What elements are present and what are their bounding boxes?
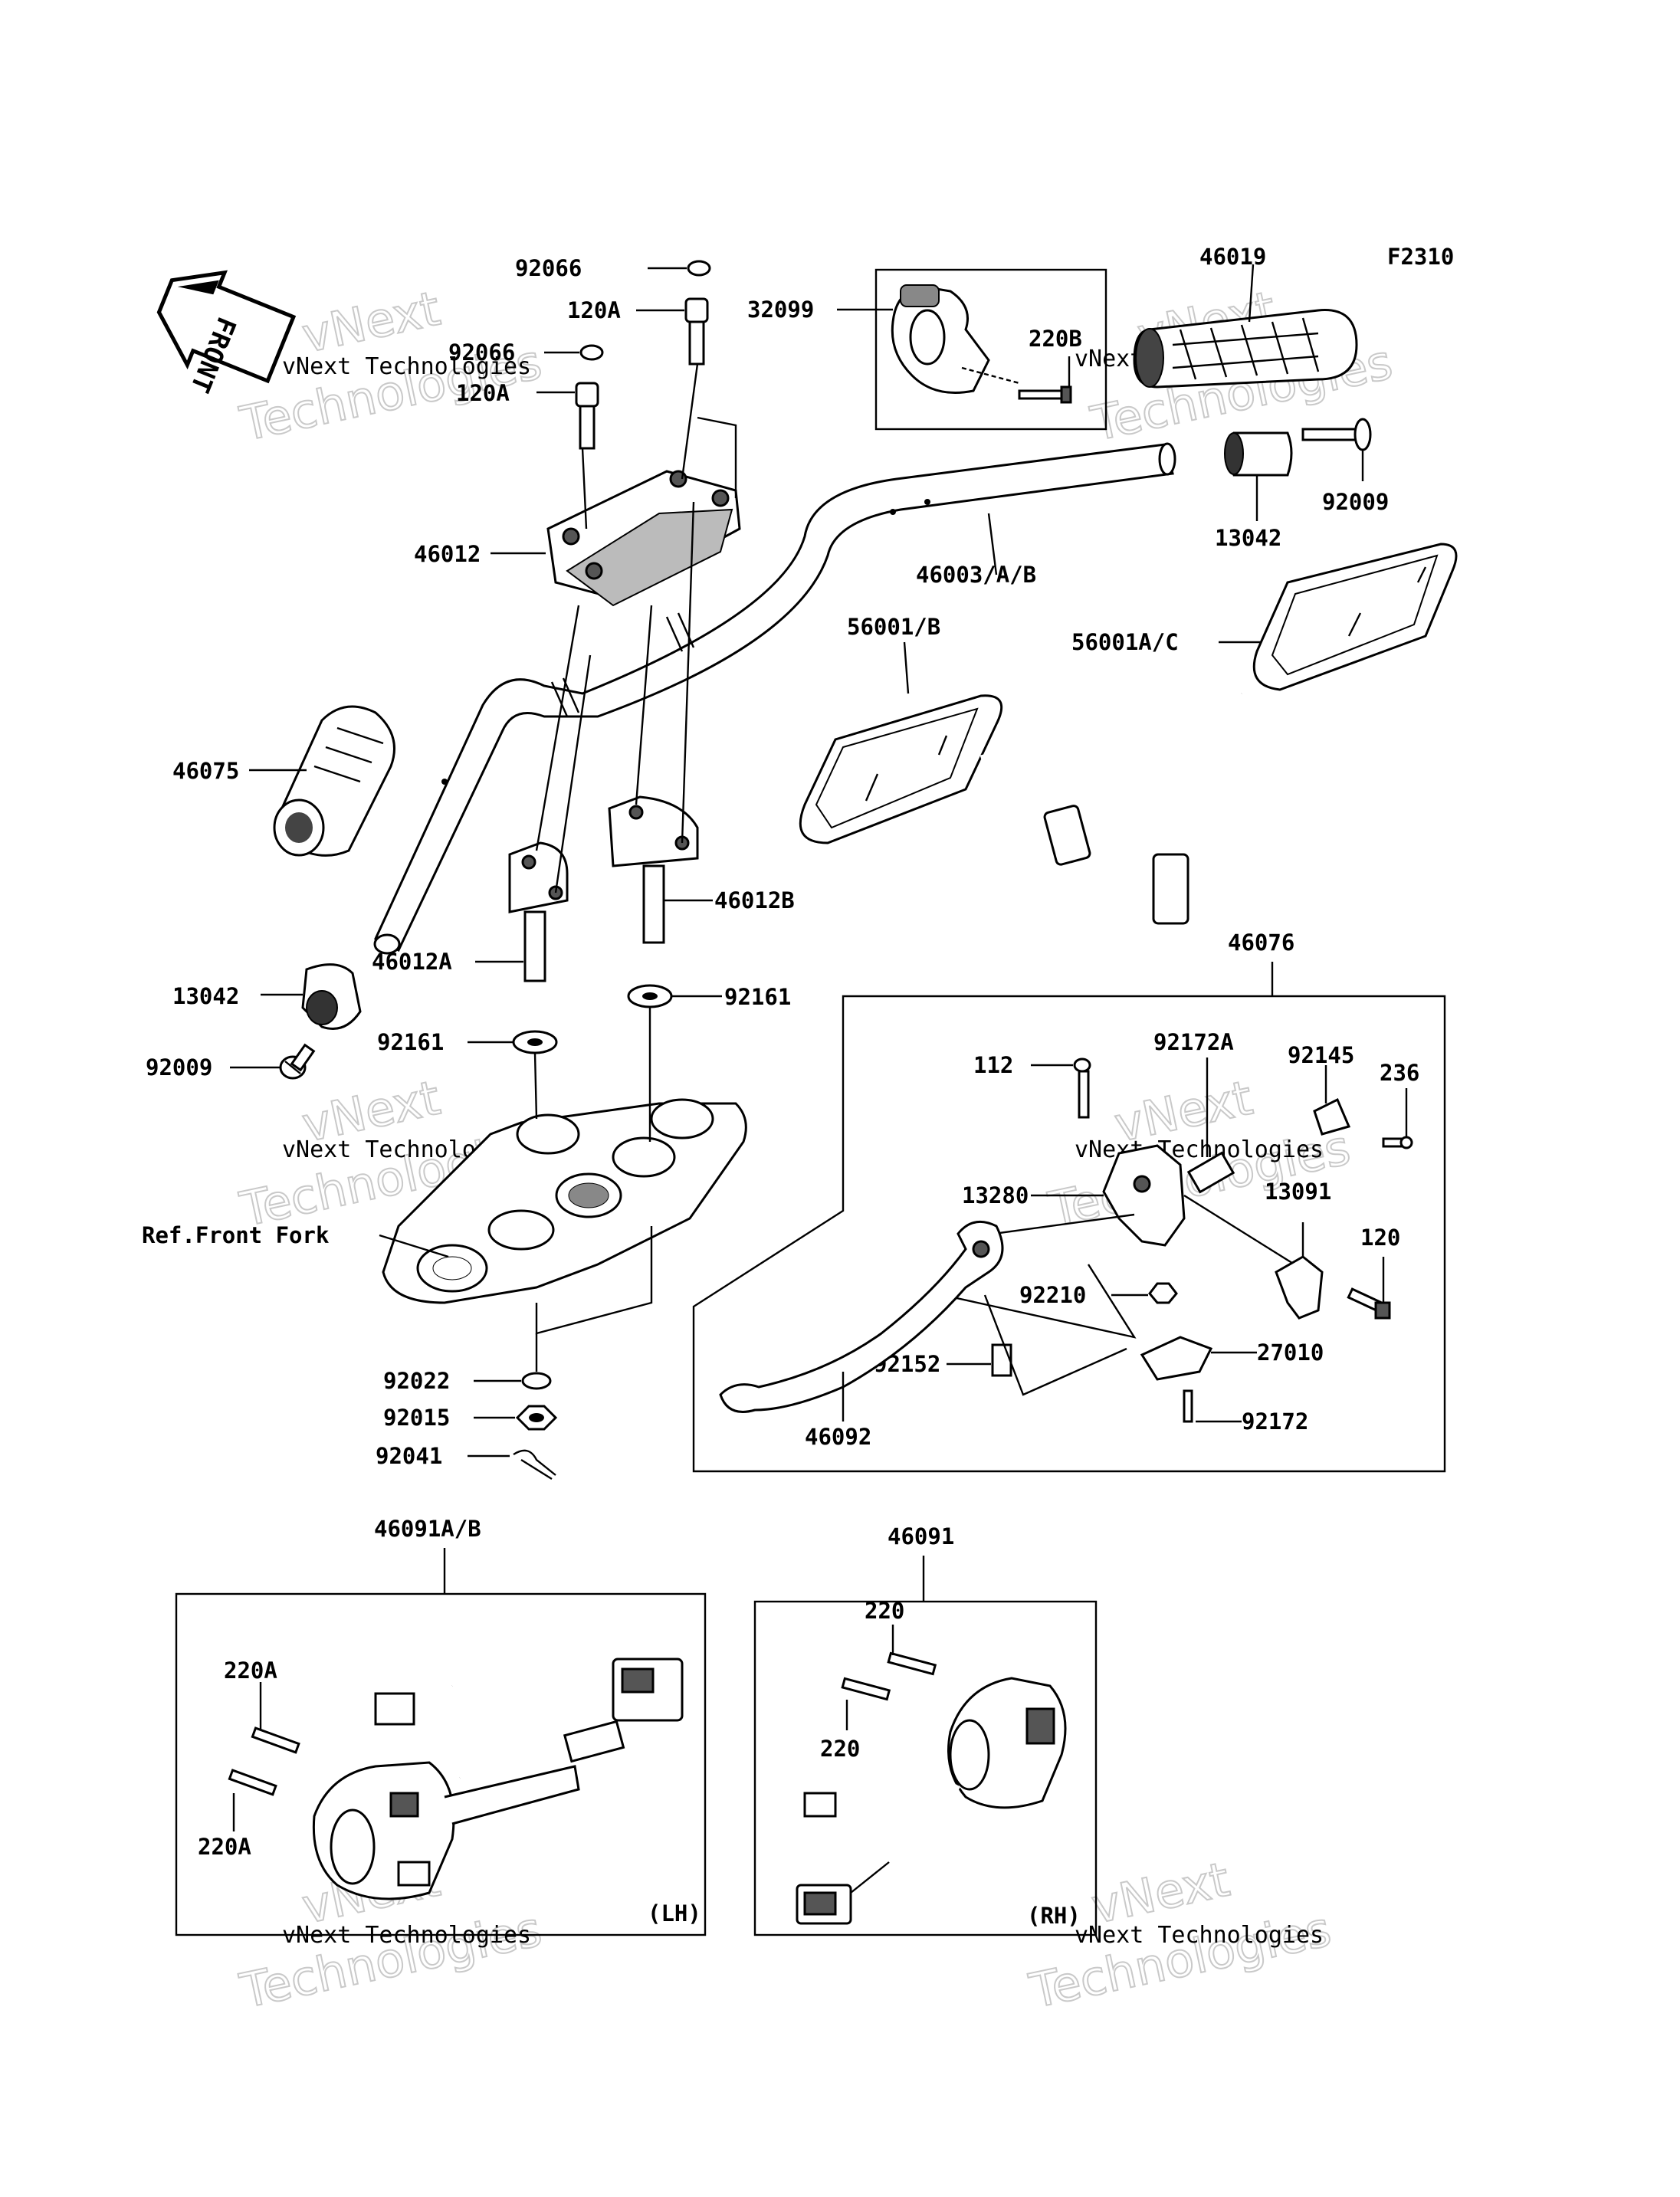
grip-46075	[249, 705, 395, 857]
rh-switch-housing	[796, 1677, 1067, 1925]
holder-46012a	[475, 841, 569, 982]
bolt-120	[1347, 1257, 1391, 1320]
clip-92041	[468, 1449, 556, 1481]
label-92172a: 92172A	[1153, 1029, 1234, 1055]
nut-92210	[1111, 1282, 1178, 1304]
label-236: 236	[1380, 1060, 1419, 1086]
label-220a-2: 220A	[198, 1834, 251, 1860]
label-92009-right: 92009	[1322, 489, 1389, 515]
label-220-2: 220	[820, 1736, 860, 1762]
svg-text:vNext Technologies: vNext Technologies	[1075, 1136, 1324, 1163]
nut-92015	[474, 1405, 558, 1431]
watermark-mid-right: Technologies vNext vNext Technologies	[1043, 1069, 1356, 1238]
label-46012a: 46012A	[372, 949, 452, 975]
washer-92161-left	[468, 1030, 558, 1054]
label-92145: 92145	[1288, 1042, 1354, 1068]
label-92041: 92041	[376, 1443, 442, 1469]
lh-switch-box	[175, 1592, 707, 1936]
label-220-1: 220	[865, 1598, 904, 1624]
label-46091ab: 46091A/B	[374, 1516, 481, 1542]
figure-code: F2310	[1387, 244, 1454, 270]
watermark-top-left: Technologies vNext vNext Technologies	[235, 280, 547, 453]
lever-box-46076	[692, 995, 1446, 1473]
upper-holder-46012	[491, 470, 741, 607]
label-220b: 220B	[1029, 326, 1082, 352]
label-92066-mid: 92066	[448, 339, 515, 366]
svg-text:vNext Technologies: vNext Technologies	[1075, 1922, 1324, 1949]
label-rh: (RH)	[1027, 1903, 1081, 1929]
collar-92152	[947, 1343, 1012, 1377]
label-13091: 13091	[1265, 1179, 1331, 1205]
washer-92066-mid	[544, 344, 604, 361]
label-112: 112	[973, 1052, 1013, 1078]
svg-text:vNext: vNext	[297, 280, 445, 364]
label-ref-front-fork: Ref.Front Fork	[142, 1222, 329, 1248]
screw-220a-1	[251, 1682, 300, 1754]
bar-end-weight-13042-right	[1224, 431, 1293, 521]
lh-switch-housing	[312, 1658, 684, 1900]
label-92161-right: 92161	[724, 984, 791, 1010]
screw-92009-left	[230, 1043, 316, 1080]
label-92022: 92022	[383, 1368, 450, 1394]
label-27010: 27010	[1257, 1340, 1324, 1366]
label-46019: 46019	[1199, 244, 1266, 270]
throttle-grip-32099	[837, 284, 1020, 394]
label-120: 120	[1360, 1225, 1400, 1251]
screw-220-1	[887, 1625, 937, 1676]
label-120a-top: 120A	[567, 297, 621, 323]
bar-end-weight-13042-left	[261, 963, 362, 1030]
label-220a-1: 220A	[224, 1658, 277, 1684]
handlebar-46003	[373, 442, 1176, 955]
switch-27010	[1140, 1336, 1257, 1381]
grip-46019	[1133, 264, 1358, 389]
label-46091: 46091	[888, 1523, 954, 1549]
svg-text:Technologies: Technologies	[235, 1900, 546, 2018]
label-13042-right: 13042	[1215, 525, 1281, 551]
label-56001ac: 56001A/C	[1071, 629, 1179, 655]
label-92210: 92210	[1019, 1282, 1086, 1308]
label-92172: 92172	[1242, 1408, 1308, 1435]
bolt-120a-mid	[536, 382, 599, 450]
screw-92009-right	[1301, 418, 1372, 481]
brake-lever-46092	[719, 1220, 1004, 1421]
label-46075: 46075	[172, 758, 239, 784]
label-92009-left: 92009	[146, 1054, 212, 1080]
label-56001b: 56001/B	[847, 614, 940, 640]
lever-holder	[965, 1144, 1308, 1274]
washer-92022	[474, 1372, 552, 1390]
screw-236	[1382, 1088, 1413, 1149]
label-32099: 32099	[747, 297, 814, 323]
holder-46012b	[608, 795, 713, 944]
screw-92172	[1183, 1389, 1242, 1423]
screw-220b	[1018, 356, 1072, 404]
svg-text:vNext Technologies: vNext Technologies	[282, 353, 531, 380]
triple-clamp	[379, 1008, 747, 1372]
label-92066-top: 92066	[515, 255, 582, 281]
mirror-56001ac	[1152, 543, 1458, 925]
bolt-120a-top	[636, 297, 709, 366]
label-46012b: 46012B	[714, 887, 795, 913]
clamp-13091	[1275, 1222, 1324, 1320]
washer-92066-top	[648, 260, 711, 277]
label-46092: 46092	[805, 1424, 871, 1450]
label-92015: 92015	[383, 1405, 450, 1431]
rh-switch-box	[753, 1600, 1098, 1936]
label-13042-left: 13042	[172, 983, 239, 1009]
label-46003: 46003/A/B	[916, 562, 1036, 588]
label-13280: 13280	[962, 1182, 1029, 1208]
screw-92172a	[1186, 1058, 1235, 1194]
screw-220a-2	[228, 1769, 277, 1831]
label-120a-mid: 120A	[456, 380, 510, 406]
throttle-box	[874, 268, 1107, 431]
label-46076: 46076	[1228, 930, 1294, 956]
label-46012: 46012	[414, 541, 481, 567]
bracket-92145	[1313, 1065, 1351, 1136]
label-lh: (LH)	[648, 1900, 701, 1926]
mirror-56001b	[799, 641, 1091, 866]
screw-220-2	[841, 1677, 891, 1730]
bolt-112	[1031, 1058, 1091, 1119]
label-92161-left: 92161	[377, 1029, 444, 1055]
washer-92161-right	[627, 984, 722, 1008]
